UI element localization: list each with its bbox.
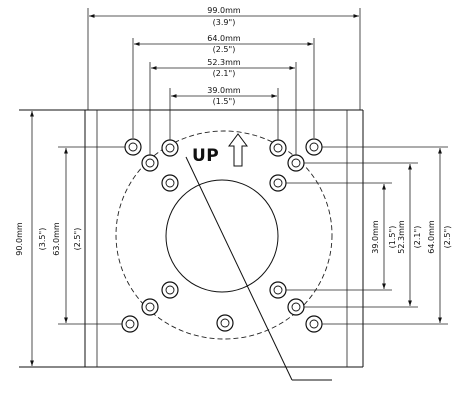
dim-right-52: 52.3mm (2.1") <box>304 162 422 308</box>
mounting-hole <box>121 315 139 333</box>
mounting-hole <box>305 315 323 333</box>
up-label: UP <box>192 146 219 166</box>
mounting-hole <box>269 281 287 299</box>
up-arrow-icon <box>228 133 248 167</box>
dim-right-64: 64.0mm (2.5") <box>322 146 452 325</box>
dim-right-52-inch: (2.1") <box>413 226 422 249</box>
dim-left-90-mm: 90.0mm <box>15 222 24 256</box>
dim-top-39-inch: (1.5") <box>213 97 236 106</box>
dim-right-39-inch: (1.5") <box>388 226 397 249</box>
mounting-hole <box>269 139 287 157</box>
mounting-holes <box>121 138 323 333</box>
dim-top-99: 99.0mm (3.9") <box>87 6 361 110</box>
mounting-hole <box>124 138 142 156</box>
dim-right-39: 39.0mm (1.5") <box>286 182 397 291</box>
dim-top-52-inch: (2.1") <box>213 69 236 78</box>
mounting-hole <box>216 314 234 332</box>
dim-right-64-mm: 64.0mm <box>427 220 436 254</box>
dim-left-63-mm: 63.0mm <box>52 222 61 256</box>
mounting-hole <box>161 281 179 299</box>
mounting-hole <box>305 138 323 156</box>
plate-outline <box>19 109 364 368</box>
dim-left-63-inch: (2.5") <box>73 228 82 251</box>
mounting-hole <box>269 174 287 192</box>
center-opening <box>165 179 279 293</box>
dim-top-99-mm: 99.0mm <box>207 6 241 15</box>
dim-right-64-inch: (2.5") <box>443 226 452 249</box>
dim-top-52: 52.3mm (2.1") <box>149 58 297 155</box>
diagonal-leader <box>185 156 332 381</box>
mounting-hole <box>287 298 305 316</box>
dim-left-63: 63.0mm (2.5") <box>52 146 125 325</box>
dim-top-99-inch: (3.9") <box>213 18 236 27</box>
dim-right-39-mm: 39.0mm <box>371 220 380 254</box>
dim-right-52-mm: 52.3mm <box>397 220 406 254</box>
dim-left-90-inch: (3.5") <box>38 228 47 251</box>
mounting-hole <box>287 154 305 172</box>
mounting-hole <box>141 298 159 316</box>
dim-top-64-inch: (2.5") <box>213 45 236 54</box>
mounting-hole <box>161 139 179 157</box>
dim-top-64-mm: 64.0mm <box>207 34 241 43</box>
mounting-hole <box>141 154 159 172</box>
dim-top-64: 64.0mm (2.5") <box>132 34 315 138</box>
mounting-hole <box>161 174 179 192</box>
dashed-mount-circle <box>115 130 333 340</box>
dim-top-39: 39.0mm (1.5") <box>169 86 279 140</box>
dim-left-90: 90.0mm (3.5") <box>15 111 47 366</box>
dim-top-52-mm: 52.3mm <box>207 58 241 67</box>
dim-top-39-mm: 39.0mm <box>207 86 241 95</box>
